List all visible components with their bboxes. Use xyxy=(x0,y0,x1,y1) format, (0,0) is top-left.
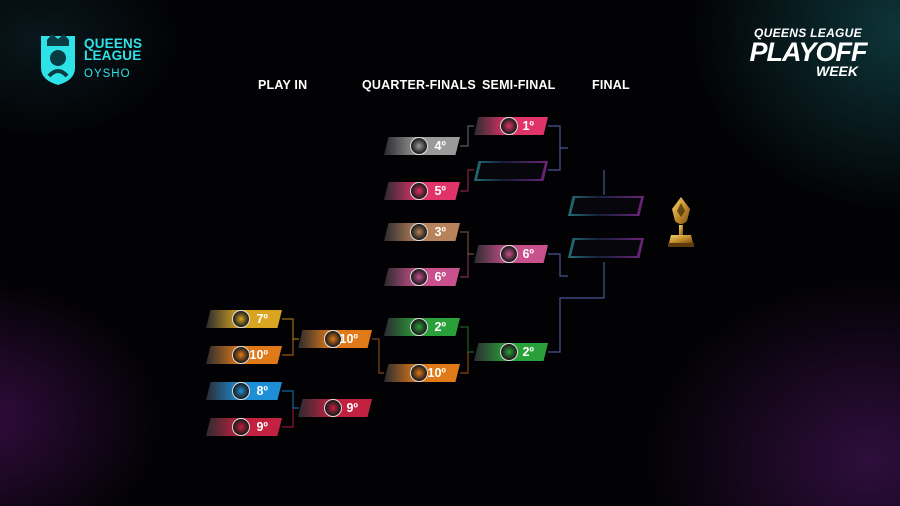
playoff-week-logo: QUEENS LEAGUE PLAYOFF WEEK xyxy=(738,26,878,88)
semi-final-4-seed: 2º xyxy=(522,345,534,359)
quarter-final-6-badge xyxy=(410,364,428,382)
quarter-final-slot-3[interactable]: 3º xyxy=(384,223,460,241)
event-line2: PLAYOFF xyxy=(749,37,868,67)
semi-final-slot-3[interactable]: 6º xyxy=(474,245,548,263)
queen-crest-icon xyxy=(41,34,75,85)
play-in-1-seed: 7º xyxy=(256,312,268,326)
queens-league-logo: QUEENS LEAGUE OYSHO xyxy=(38,30,188,90)
quarter-final-6-seed: 10º xyxy=(427,366,446,380)
quarter-final-slot-4[interactable]: 6º xyxy=(384,268,460,286)
quarter-final-4-badge xyxy=(410,268,428,286)
event-line3: WEEK xyxy=(816,63,858,79)
semi-final-slot-2[interactable] xyxy=(474,161,548,181)
trophy-icon xyxy=(668,197,694,247)
semi-final-slot-4[interactable]: 2º xyxy=(474,343,548,361)
play-in-winner-1-badge xyxy=(324,330,342,348)
brand-sub: OYSHO xyxy=(84,68,131,80)
quarter-final-1-seed: 4º xyxy=(434,139,446,153)
play-in-slot-1[interactable]: 7º xyxy=(206,310,282,328)
final-slot-1-inner xyxy=(571,198,641,214)
play-in-1-badge xyxy=(232,310,250,328)
semi-final-slot-1[interactable]: 1º xyxy=(474,117,548,135)
brand-name: QUEENS LEAGUE xyxy=(84,36,143,63)
quarter-final-slot-2[interactable]: 5º xyxy=(384,182,460,200)
play-in-2-badge xyxy=(232,346,250,364)
semi-final-3-seed: 6º xyxy=(522,247,534,261)
header-play-in: PLAY IN xyxy=(258,78,308,92)
semi-final-4-badge xyxy=(500,343,518,361)
quarter-final-1-badge xyxy=(410,137,428,155)
quarter-final-slot-5[interactable]: 2º xyxy=(384,318,460,336)
semi-final-2-inner xyxy=(477,163,545,179)
header-quarter-finals: QUARTER-FINALS xyxy=(362,78,476,92)
quarter-final-3-badge xyxy=(410,223,428,241)
play-in-4-seed: 9º xyxy=(256,420,268,434)
final-slot-2[interactable] xyxy=(568,238,644,258)
quarter-final-3-seed: 3º xyxy=(434,225,446,239)
play-in-winner-1-seed: 10º xyxy=(339,332,358,346)
event-line1: QUEENS LEAGUE xyxy=(754,26,862,40)
header-semi-final: SEMI-FINAL xyxy=(482,78,556,92)
play-in-winner-slot-2[interactable]: 9º xyxy=(298,399,372,417)
quarter-final-slot-1[interactable]: 4º xyxy=(384,137,460,155)
quarter-final-slot-6[interactable]: 10º xyxy=(384,364,460,382)
brand-line1: QUEENS xyxy=(84,36,143,51)
quarter-final-2-seed: 5º xyxy=(434,184,446,198)
quarter-final-5-badge xyxy=(410,318,428,336)
play-in-2-seed: 10º xyxy=(249,348,268,362)
final-slot-2-inner xyxy=(571,240,641,256)
play-in-3-seed: 8º xyxy=(256,384,268,398)
final-slot-1[interactable] xyxy=(568,196,644,216)
quarter-final-5-seed: 2º xyxy=(434,320,446,334)
quarter-final-2-badge xyxy=(410,182,428,200)
play-in-slot-3[interactable]: 8º xyxy=(206,382,282,400)
play-in-winner-slot-1[interactable]: 10º xyxy=(298,330,372,348)
play-in-slot-4[interactable]: 9º xyxy=(206,418,282,436)
semi-final-1-seed: 1º xyxy=(522,119,534,133)
header-final: FINAL xyxy=(592,78,630,92)
quarter-final-4-seed: 6º xyxy=(434,270,446,284)
play-in-winner-2-badge xyxy=(324,399,342,417)
semi-final-1-badge xyxy=(500,117,518,135)
play-in-winner-2-seed: 9º xyxy=(346,401,358,415)
play-in-3-badge xyxy=(232,382,250,400)
semi-final-3-badge xyxy=(500,245,518,263)
play-in-slot-2[interactable]: 10º xyxy=(206,346,282,364)
play-in-4-badge xyxy=(232,418,250,436)
brand-line2: LEAGUE xyxy=(84,48,142,63)
